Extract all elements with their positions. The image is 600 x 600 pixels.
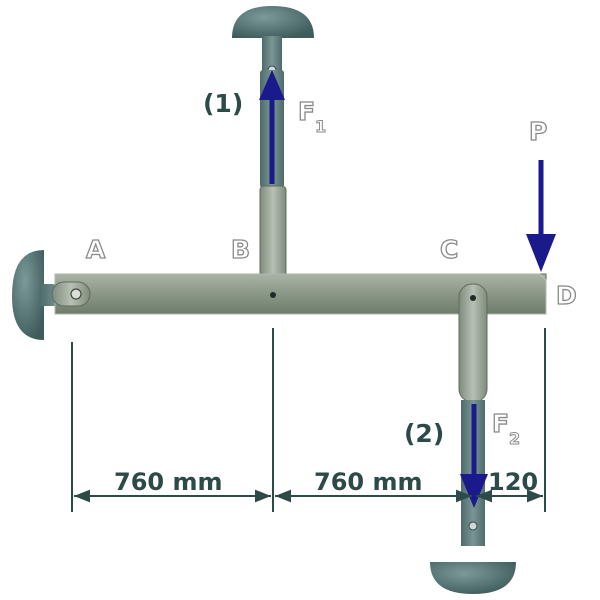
member-label-1: (1) xyxy=(203,89,243,118)
force-label-f1-sub: 1 xyxy=(315,117,326,136)
point-label-d: D xyxy=(556,281,577,310)
dimension-text-bc: 760 mm xyxy=(314,468,422,496)
dimension-text-cd: 120 xyxy=(488,468,538,496)
bottom-support xyxy=(430,516,516,594)
force-f1-arrow xyxy=(259,70,285,184)
force-label-f1: F xyxy=(298,97,315,126)
point-label-c: C xyxy=(440,235,458,264)
force-label-f2: F xyxy=(492,409,509,438)
point-label-a: A xyxy=(86,235,106,264)
top-support xyxy=(232,6,314,76)
force-f2-arrow xyxy=(460,404,488,508)
main-beam xyxy=(51,273,547,315)
point-label-b: B xyxy=(231,235,250,264)
force-label-f2-sub: 2 xyxy=(509,429,520,448)
extension-lines xyxy=(71,328,546,512)
dimension-text-ab: 760 mm xyxy=(114,468,222,496)
member-label-2: (2) xyxy=(404,419,444,448)
force-label-p: P xyxy=(529,117,547,146)
force-p-arrow xyxy=(526,160,556,272)
pin-b xyxy=(270,292,276,298)
